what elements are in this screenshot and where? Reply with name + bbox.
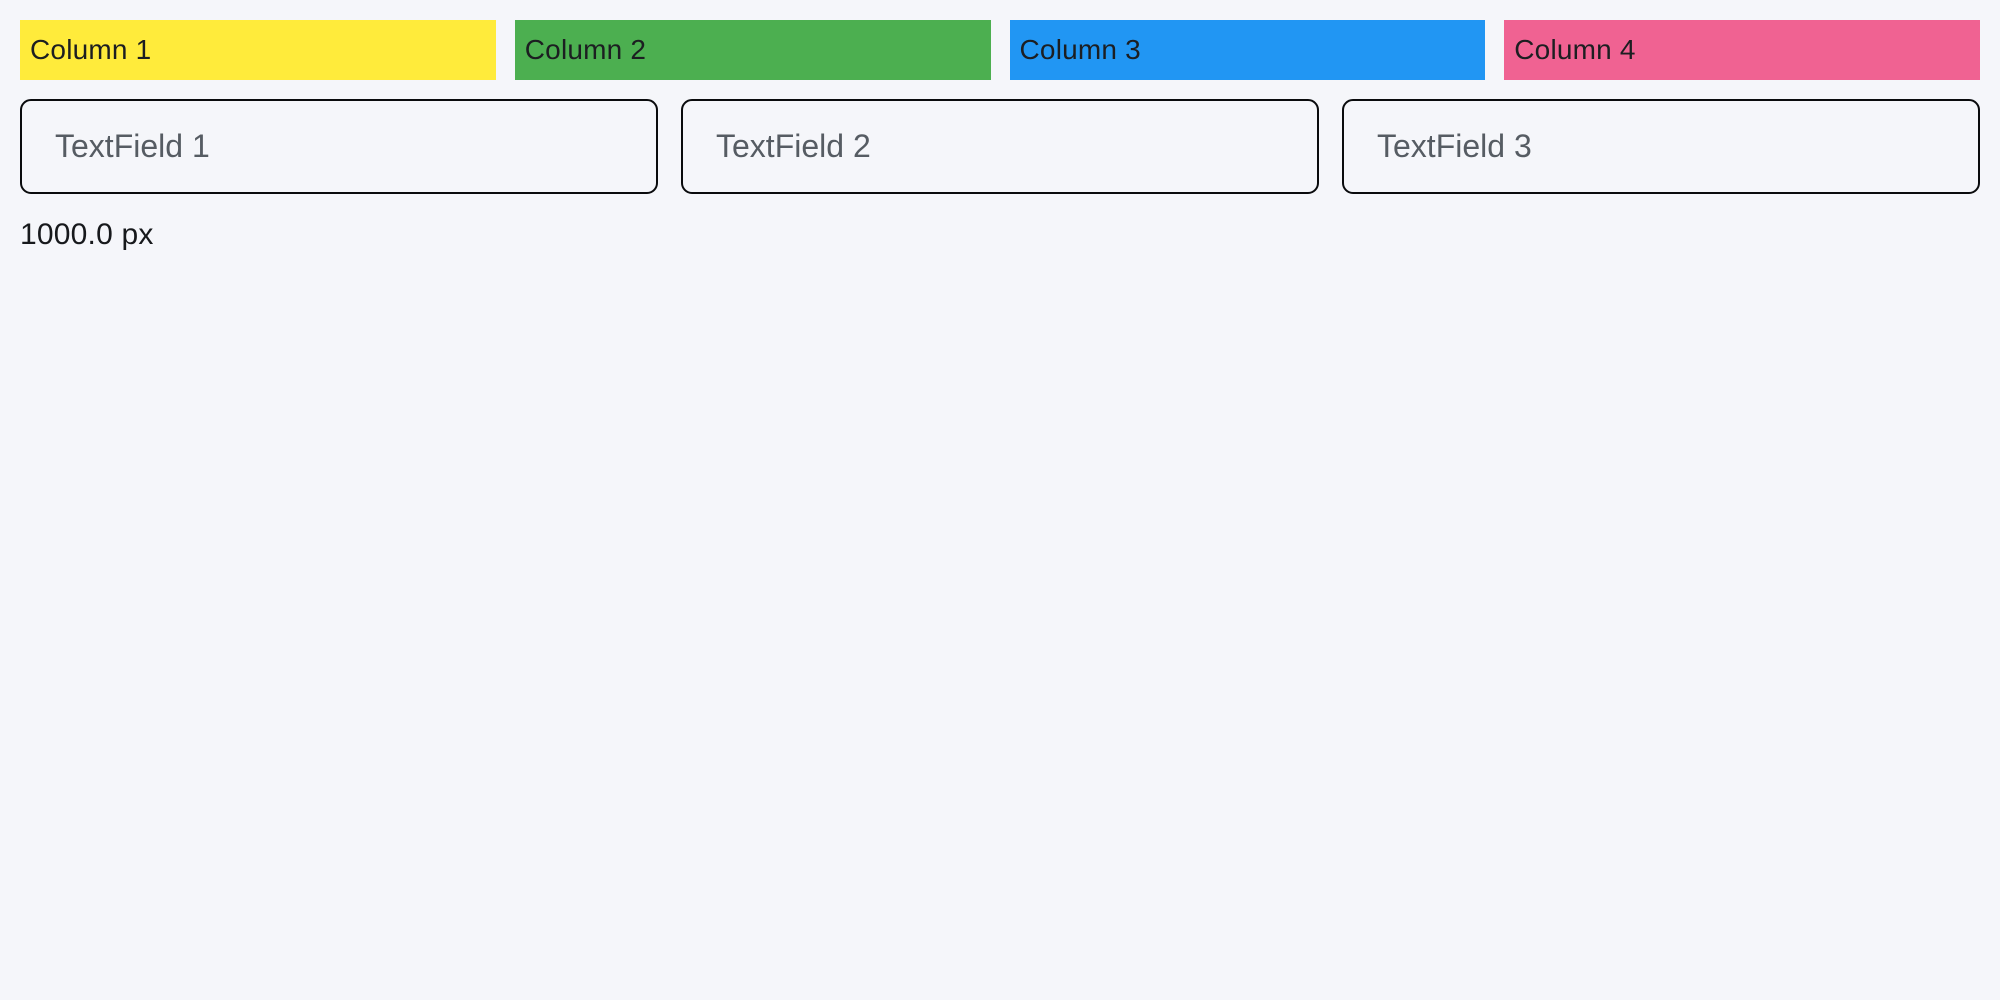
column-block-2: Column 2 (514, 20, 991, 80)
page-content: Column 1 Column 2 Column 3 Column 4 1000… (0, 0, 2000, 252)
column-1-label: Column 1 (30, 34, 152, 65)
width-readout-label: 1000.0 px (20, 218, 154, 251)
textfield-2-input[interactable] (681, 99, 1319, 194)
column-block-4: Column 4 (1504, 20, 1980, 80)
column-block-1: Column 1 (20, 20, 496, 80)
columns-row: Column 1 Column 2 Column 3 Column 4 (20, 20, 1980, 80)
column-block-3: Column 3 (1009, 20, 1486, 80)
textfield-1-input[interactable] (20, 99, 658, 194)
textfield-3-input[interactable] (1342, 99, 1980, 194)
column-3-label: Column 3 (1019, 34, 1141, 65)
textfields-row (20, 99, 1980, 194)
column-4-label: Column 4 (1514, 34, 1636, 65)
column-2-label: Column 2 (524, 34, 647, 65)
